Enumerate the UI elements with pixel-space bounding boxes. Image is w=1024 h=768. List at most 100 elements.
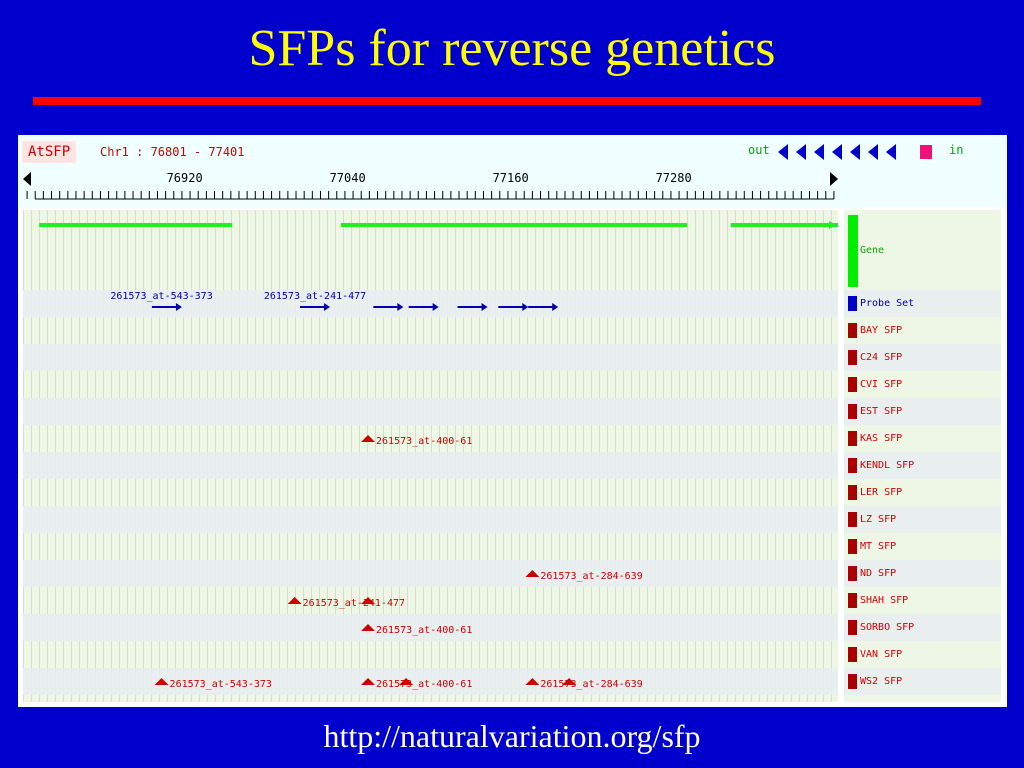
ruler-tick-label: 77280: [655, 171, 692, 185]
track-label-lz[interactable]: LZ SFP: [844, 506, 1001, 533]
track-row-stripe: [23, 452, 838, 479]
sfp-marker: [399, 678, 414, 685]
track-row-stripe: [23, 290, 838, 317]
track-area: 261573_at-543-373 261573_at-241-477 261573…: [23, 210, 838, 702]
track-label-probe-set[interactable]: Probe Set: [844, 290, 1001, 317]
track-label-cvi[interactable]: CVI SFP: [844, 371, 1001, 398]
probe-arrowhead: [397, 303, 404, 311]
track-color-swatch: [848, 377, 857, 392]
track-label-bay[interactable]: BAY SFP: [844, 317, 1001, 344]
source-url[interactable]: http://naturalvariation.org/sfp: [323, 718, 701, 754]
zoom-step-icon[interactable]: [868, 144, 878, 160]
track-label-ler[interactable]: LER SFP: [844, 479, 1001, 506]
sfp-marker: [361, 624, 376, 631]
track-label-text: KENDL SFP: [860, 460, 915, 471]
track-label-text: BAY SFP: [860, 325, 903, 336]
zoom-step-icon[interactable]: [814, 144, 824, 160]
track-label-sorbo[interactable]: SORBO SFP: [844, 614, 1001, 641]
track-color-swatch: [848, 485, 857, 500]
track-color-swatch: [848, 323, 857, 338]
zoom-step-icon[interactable]: [832, 144, 842, 160]
app-name: AtSFP: [22, 141, 77, 163]
track-color-swatch: [848, 593, 857, 608]
sfp-marker: [287, 597, 302, 604]
track-row-stripe: [23, 560, 838, 587]
track-features: [39, 221, 838, 685]
locus-readout: Chr1 : 76801 - 77401: [100, 145, 245, 159]
track-label-mt[interactable]: MT SFP: [844, 533, 1001, 560]
scroll-right-icon[interactable]: [830, 172, 838, 186]
track-row-stripe: [23, 614, 838, 641]
track-label-text: WS2 SFP: [860, 676, 903, 687]
sfp-marker: [525, 678, 540, 685]
track-label-ws2[interactable]: WS2 SFP: [844, 668, 1001, 695]
probe-arrowhead: [481, 303, 488, 311]
sfp-marker: [525, 570, 540, 577]
gene-direction-arrowhead: [829, 221, 836, 229]
track-label-text: LZ SFP: [860, 514, 897, 525]
zoom-in-label[interactable]: in: [949, 143, 964, 157]
track-label-nd[interactable]: ND SFP: [844, 560, 1001, 587]
sfp-marker: [361, 678, 376, 685]
genome-browser: AtSFP Chr1 : 76801 - 77401 out in 76920 7…: [18, 135, 1007, 707]
track-label-text: SORBO SFP: [860, 622, 915, 633]
zoom-step-icon[interactable]: [796, 144, 806, 160]
sfp-marker: [361, 597, 376, 604]
track-label-est[interactable]: EST SFP: [844, 398, 1001, 425]
track-label-text: EST SFP: [860, 406, 903, 417]
slide-title: SFPs for reverse genetics: [248, 20, 776, 77]
track-label-text: LER SFP: [860, 487, 903, 498]
sfp-feature-label[interactable]: 261573_at-284-639: [540, 679, 643, 690]
zoom-step-icon[interactable]: [886, 144, 896, 160]
track-color-swatch: [848, 404, 857, 419]
sfp-feature-label[interactable]: 261573_at-241-477: [302, 598, 406, 609]
track-label-text: ND SFP: [860, 568, 897, 579]
track-label-kas[interactable]: KAS SFP: [844, 425, 1001, 452]
track-color-swatch: [848, 620, 857, 635]
track-label-text: Gene: [860, 245, 885, 256]
zoom-step-icon[interactable]: [850, 144, 860, 160]
track-label-text: MT SFP: [860, 541, 897, 552]
browser-header: AtSFP Chr1 : 76801 - 77401 out in 76920 7…: [18, 135, 1007, 207]
probe-arrowhead: [432, 303, 439, 311]
track-color-swatch: [848, 431, 857, 446]
track-label-text: C24 SFP: [860, 352, 903, 363]
track-color-swatch: [848, 674, 857, 689]
track-color-swatch: [848, 296, 857, 311]
probe-arrowhead: [522, 303, 529, 311]
title-divider: [33, 97, 981, 105]
sfp-feature-label[interactable]: 261573_at-400-61: [376, 625, 473, 636]
track-label-shah[interactable]: SHAH SFP: [844, 587, 1001, 614]
probe-set-label[interactable]: 261573_at-241-477: [263, 291, 367, 302]
ruler-tick-label: 77040: [329, 171, 366, 185]
track-color-swatch: [848, 566, 857, 581]
zoom-out-label[interactable]: out: [748, 143, 770, 157]
probe-arrowhead: [323, 303, 330, 311]
track-row-stripe: [23, 506, 838, 533]
probe-arrowhead: [175, 303, 182, 311]
track-row-stripe: [23, 398, 838, 425]
scroll-left-icon[interactable]: [23, 172, 31, 186]
sfp-feature-label[interactable]: 261573_at-400-61: [376, 679, 473, 690]
sfp-feature-label[interactable]: 261573_at-543-373: [169, 679, 272, 690]
track-label-van[interactable]: VAN SFP: [844, 641, 1001, 668]
track-color-swatch: [848, 647, 857, 662]
zoom-level-marker[interactable]: [920, 145, 932, 159]
ruler-tick-label: 76920: [166, 171, 203, 185]
track-label-gene[interactable]: Gene: [844, 215, 1001, 287]
probe-set-label[interactable]: 261573_at-543-373: [110, 291, 213, 302]
sfp-feature-label[interactable]: 261573_at-400-61: [376, 436, 473, 447]
track-label-text: Probe Set: [860, 298, 915, 309]
track-label-text: KAS SFP: [860, 433, 903, 444]
sfp-feature-label[interactable]: 261573_at-284-639: [540, 571, 643, 582]
track-label-text: SHAH SFP: [860, 595, 909, 606]
track-label-c24[interactable]: C24 SFP: [844, 344, 1001, 371]
track-color-swatch: [848, 512, 857, 527]
track-color-swatch: [848, 350, 857, 365]
track-label-kendl[interactable]: KENDL SFP: [844, 452, 1001, 479]
track-color-swatch: [848, 539, 857, 554]
track-row-stripe: [23, 344, 838, 371]
zoom-step-icon[interactable]: [778, 144, 788, 160]
